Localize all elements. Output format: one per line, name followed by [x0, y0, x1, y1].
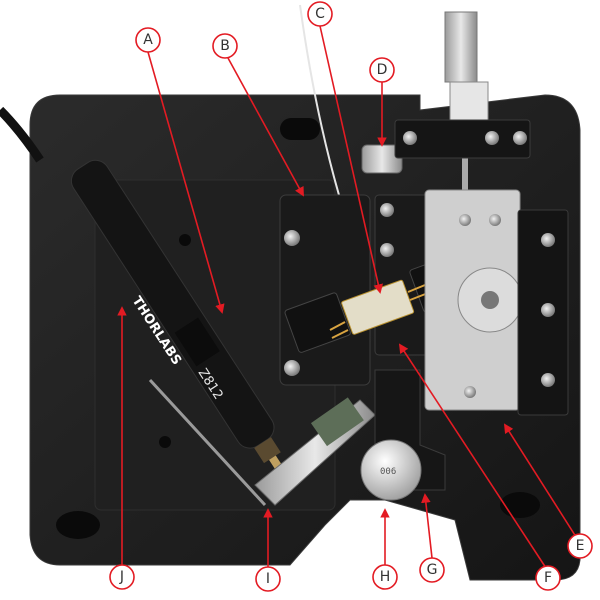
screw	[284, 360, 300, 376]
screw	[380, 243, 394, 257]
mounting-slot-left-bottom	[56, 511, 100, 539]
svg-text:C: C	[315, 6, 325, 22]
arrow-F	[398, 343, 547, 569]
arrow-G	[421, 493, 433, 559]
callout-E: E	[567, 533, 593, 559]
svg-text:D: D	[377, 62, 388, 78]
callout-A: A	[135, 27, 161, 53]
callout-arrows	[117, 25, 579, 569]
callout-D: D	[369, 57, 395, 83]
screw	[513, 131, 527, 145]
screw	[380, 203, 394, 217]
callout-B: B	[212, 33, 238, 59]
micrometer-thimble	[444, 11, 478, 83]
leadscrew	[148, 378, 267, 507]
plate-hole	[159, 436, 171, 448]
arrow-B	[227, 57, 304, 197]
screw	[464, 386, 476, 398]
left-clamp-block	[279, 194, 371, 386]
motor-cable	[0, 106, 44, 163]
callout-C: C	[307, 1, 333, 27]
screw	[541, 303, 555, 317]
screw	[284, 230, 300, 246]
plate-hole	[179, 234, 191, 246]
svg-text:J: J	[119, 569, 124, 585]
screw	[541, 373, 555, 387]
screw	[489, 214, 501, 226]
butterfly-package	[341, 279, 415, 335]
mounting-slot-top	[280, 118, 320, 140]
callout-H: H	[372, 564, 398, 590]
lever-pad	[310, 397, 364, 447]
callout-F: F	[535, 565, 561, 591]
callout-J: J	[109, 564, 135, 590]
svg-text:I: I	[266, 571, 270, 587]
bearing-center	[481, 291, 499, 309]
svg-text:G: G	[427, 562, 438, 578]
arrow-E	[503, 423, 579, 541]
callout-G: G	[419, 557, 445, 583]
screw	[459, 214, 471, 226]
micrometer-barrel	[449, 81, 489, 123]
knob-text: 006	[380, 467, 396, 477]
svg-text:E: E	[576, 538, 585, 554]
svg-text:A: A	[143, 32, 153, 48]
screw	[403, 131, 417, 145]
mounting-slot-right-bottom	[500, 492, 540, 518]
adjustment-knob	[360, 439, 422, 501]
svg-text:B: B	[220, 38, 230, 54]
micrometer-bracket	[394, 119, 531, 159]
svg-text:H: H	[380, 569, 391, 585]
screw	[541, 233, 555, 247]
arrow-C	[319, 25, 383, 294]
screw	[485, 131, 499, 145]
arrow-A	[147, 51, 225, 314]
svg-text:F: F	[544, 570, 552, 586]
callout-I: I	[255, 566, 281, 592]
